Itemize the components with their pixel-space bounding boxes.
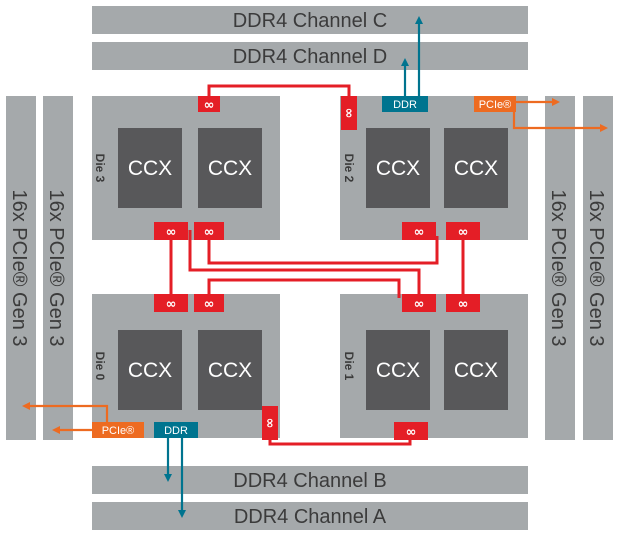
pcie-bar-left-inner-label: 16x PCIe® Gen 3: [45, 189, 67, 346]
pcie-bar-left-outer-label: 16x PCIe® Gen 3: [8, 189, 30, 346]
ccx-block: [118, 330, 182, 410]
die-0-label: Die 0: [93, 352, 107, 381]
ccx-block: [366, 128, 430, 208]
ccx-block: [444, 330, 508, 410]
infinity-fabric-port: ∞: [446, 294, 480, 312]
ccx-label: CCX: [376, 157, 420, 180]
ddr4-channel-c-bar: DDR4 Channel C: [92, 6, 528, 34]
infinity-fabric-port: ∞: [446, 222, 480, 240]
infinity-symbol: ∞: [458, 225, 469, 240]
ccx-block: [444, 128, 508, 208]
pcie-controller-label: PCIe®: [102, 425, 135, 437]
infinity-fabric-port: ∞: [402, 222, 436, 240]
infinity-symbol: ∞: [458, 297, 469, 312]
ccx-label: CCX: [128, 359, 172, 382]
pcie-link-die0: PCIe®: [22, 402, 144, 438]
ddr-controller: [154, 422, 198, 438]
infinity-fabric-port: ∞: [198, 96, 220, 113]
ccx-block: [118, 128, 182, 208]
infinity-fabric-port: ∞: [341, 96, 357, 130]
pcie-controller: [92, 422, 144, 438]
pcie-controller: [474, 96, 516, 112]
ddr-label: DDR: [164, 425, 188, 437]
infinity-symbol: ∞: [204, 297, 215, 312]
ccx-label: CCX: [208, 157, 252, 180]
ccx-label: CCX: [454, 359, 498, 382]
die-2: Die 2 CCX CCX: [340, 96, 528, 240]
die-2-label: Die 2: [342, 154, 356, 183]
ddr4-channel-a-label: DDR4 Channel A: [234, 506, 387, 528]
ddr4-channel-c-label: DDR4 Channel C: [233, 10, 388, 32]
infinity-fabric-port: ∞: [154, 294, 188, 312]
ddr-link-die0: DDR: [154, 422, 198, 518]
die-1: Die 1 CCX CCX: [340, 294, 528, 438]
ddr-link-die2: DDR: [382, 16, 428, 112]
infinity-symbol: ∞: [166, 297, 177, 312]
pcie-bar-left-outer: 16x PCIe® Gen 3: [6, 96, 36, 440]
infinity-symbol: ∞: [341, 108, 356, 119]
ccx-label: CCX: [128, 157, 172, 180]
ccx-label: CCX: [454, 157, 498, 180]
infinity-symbol: ∞: [166, 225, 177, 240]
ccx-block: [366, 330, 430, 410]
ddr4-channel-b-label: DDR4 Channel B: [233, 470, 386, 492]
pcie-bar-left-inner: 16x PCIe® Gen 3: [43, 96, 73, 440]
ddr-controller: [382, 96, 428, 112]
pcie-bar-right-inner-label: 16x PCIe® Gen 3: [547, 189, 569, 346]
infinity-symbol: ∞: [262, 418, 277, 429]
ddr4-channel-b-bar: DDR4 Channel B: [92, 466, 528, 494]
infinity-symbol: ∞: [204, 225, 215, 240]
ddr-label: DDR: [393, 99, 417, 111]
die-1-label: Die 1: [342, 352, 356, 381]
ccx-label: CCX: [376, 359, 420, 382]
ddr4-channel-d-bar: DDR4 Channel D: [92, 42, 528, 70]
pcie-link-die2: PCIe®: [474, 96, 608, 132]
ccx-block: [198, 128, 262, 208]
infinity-symbol: ∞: [204, 98, 215, 113]
infinity-symbol: ∞: [414, 297, 425, 312]
infinity-fabric-port: ∞: [402, 294, 436, 312]
infinity-fabric-port: ∞: [194, 222, 224, 240]
die-0: Die 0 CCX CCX: [92, 294, 280, 438]
infinity-fabric-port: ∞: [262, 406, 278, 440]
die-3: Die 3 CCX CCX: [92, 96, 280, 240]
infinity-symbol: ∞: [406, 425, 417, 440]
infinity-fabric-port: ∞: [154, 222, 188, 240]
pcie-bar-right-outer-label: 16x PCIe® Gen 3: [585, 189, 607, 346]
infinity-symbol: ∞: [414, 225, 425, 240]
infinity-fabric-port: ∞: [394, 422, 428, 440]
ccx-label: CCX: [208, 359, 252, 382]
infinity-fabric-port: ∞: [194, 294, 224, 312]
die-3-label: Die 3: [93, 154, 107, 183]
pcie-bar-right-outer: 16x PCIe® Gen 3: [583, 96, 613, 440]
ddr4-channel-d-label: DDR4 Channel D: [233, 46, 388, 68]
ddr4-channel-a-bar: DDR4 Channel A: [92, 502, 528, 530]
pcie-bar-right-inner: 16x PCIe® Gen 3: [545, 96, 575, 440]
ccx-block: [198, 330, 262, 410]
pcie-controller-label: PCIe®: [479, 99, 512, 111]
